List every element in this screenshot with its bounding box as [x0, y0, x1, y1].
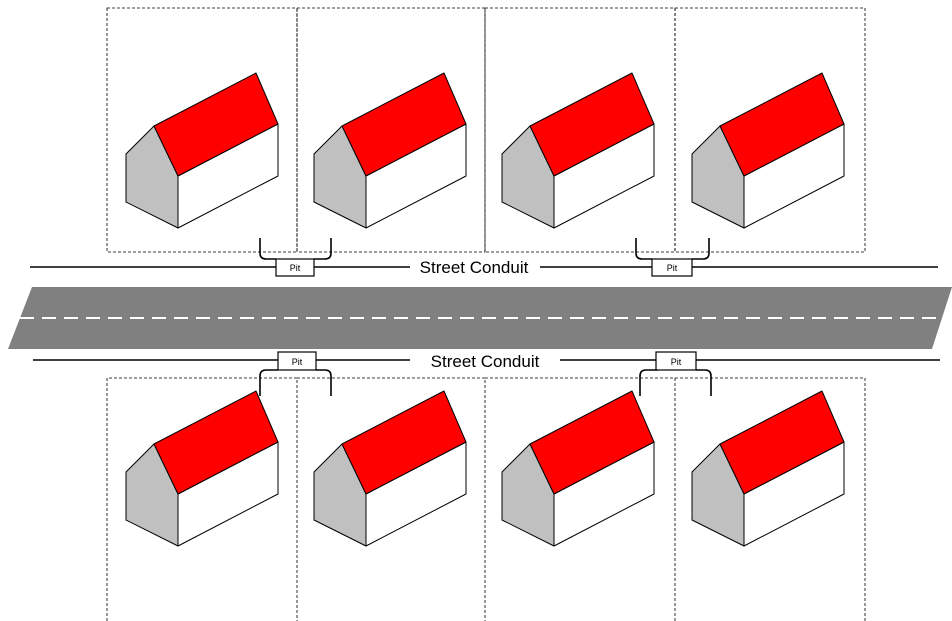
conduit-label-bg-bottom — [410, 349, 560, 369]
house-gable — [125, 443, 179, 547]
street-conduit-bottom: Street Conduit — [33, 349, 940, 371]
pit-box — [277, 351, 317, 371]
house-bottom-1 — [125, 390, 279, 547]
lot-bottom-1 — [106, 377, 298, 621]
house-roof — [719, 390, 845, 495]
houses — [125, 72, 845, 547]
street-conduit-top: Street Conduit — [30, 256, 938, 277]
house-roof — [529, 390, 655, 495]
service-connection-top-4 — [692, 238, 710, 260]
house-gable — [125, 125, 179, 229]
service-connection-bottom-4 — [696, 369, 712, 396]
service-connection-bottom-1 — [259, 369, 278, 396]
pit-label: Pit — [292, 357, 303, 367]
service-connection-bottom-3 — [639, 369, 658, 396]
service-connection-top-3 — [635, 238, 652, 260]
pit-4: Pit — [655, 351, 697, 371]
house-top-1 — [125, 72, 279, 229]
pit-2: Pit — [651, 258, 693, 277]
house-gable — [501, 443, 555, 547]
house-gable — [691, 125, 745, 229]
house-roof — [153, 72, 279, 177]
service-connection-top-1 — [259, 238, 276, 260]
house-bottom-2 — [313, 390, 467, 547]
lot-top-4 — [674, 7, 866, 253]
house-gable — [313, 443, 367, 547]
pit-box — [275, 258, 315, 277]
pit-box — [651, 258, 693, 277]
house-top-2 — [313, 72, 467, 229]
pit-box — [655, 351, 697, 371]
conduit-label-top: Street Conduit — [420, 258, 529, 277]
house-bottom-3 — [501, 390, 655, 547]
lot-bottom-4 — [675, 377, 866, 621]
house-top-3 — [501, 72, 655, 229]
lot-boundaries — [106, 7, 866, 621]
house-roof — [529, 72, 655, 177]
house-gable — [501, 125, 555, 229]
house-roof — [341, 390, 467, 495]
pit-1: Pit — [275, 258, 315, 277]
conduit-label-bottom: Street Conduit — [431, 352, 540, 371]
road — [8, 287, 952, 349]
pit-3: Pit — [277, 351, 317, 371]
house-roof — [719, 72, 845, 177]
pit-label: Pit — [671, 357, 682, 367]
house-gable — [313, 125, 367, 229]
house-roof — [341, 72, 467, 177]
service-connections — [259, 238, 712, 396]
house-gable — [691, 443, 745, 547]
service-connection-top-2 — [314, 238, 332, 260]
house-roof — [153, 390, 279, 495]
pit-label: Pit — [290, 263, 301, 273]
pit-label: Pit — [667, 263, 678, 273]
house-top-4 — [691, 72, 845, 229]
service-connection-bottom-2 — [316, 369, 332, 396]
conduit-label-bg-top — [410, 256, 540, 276]
house-bottom-4 — [691, 390, 845, 547]
